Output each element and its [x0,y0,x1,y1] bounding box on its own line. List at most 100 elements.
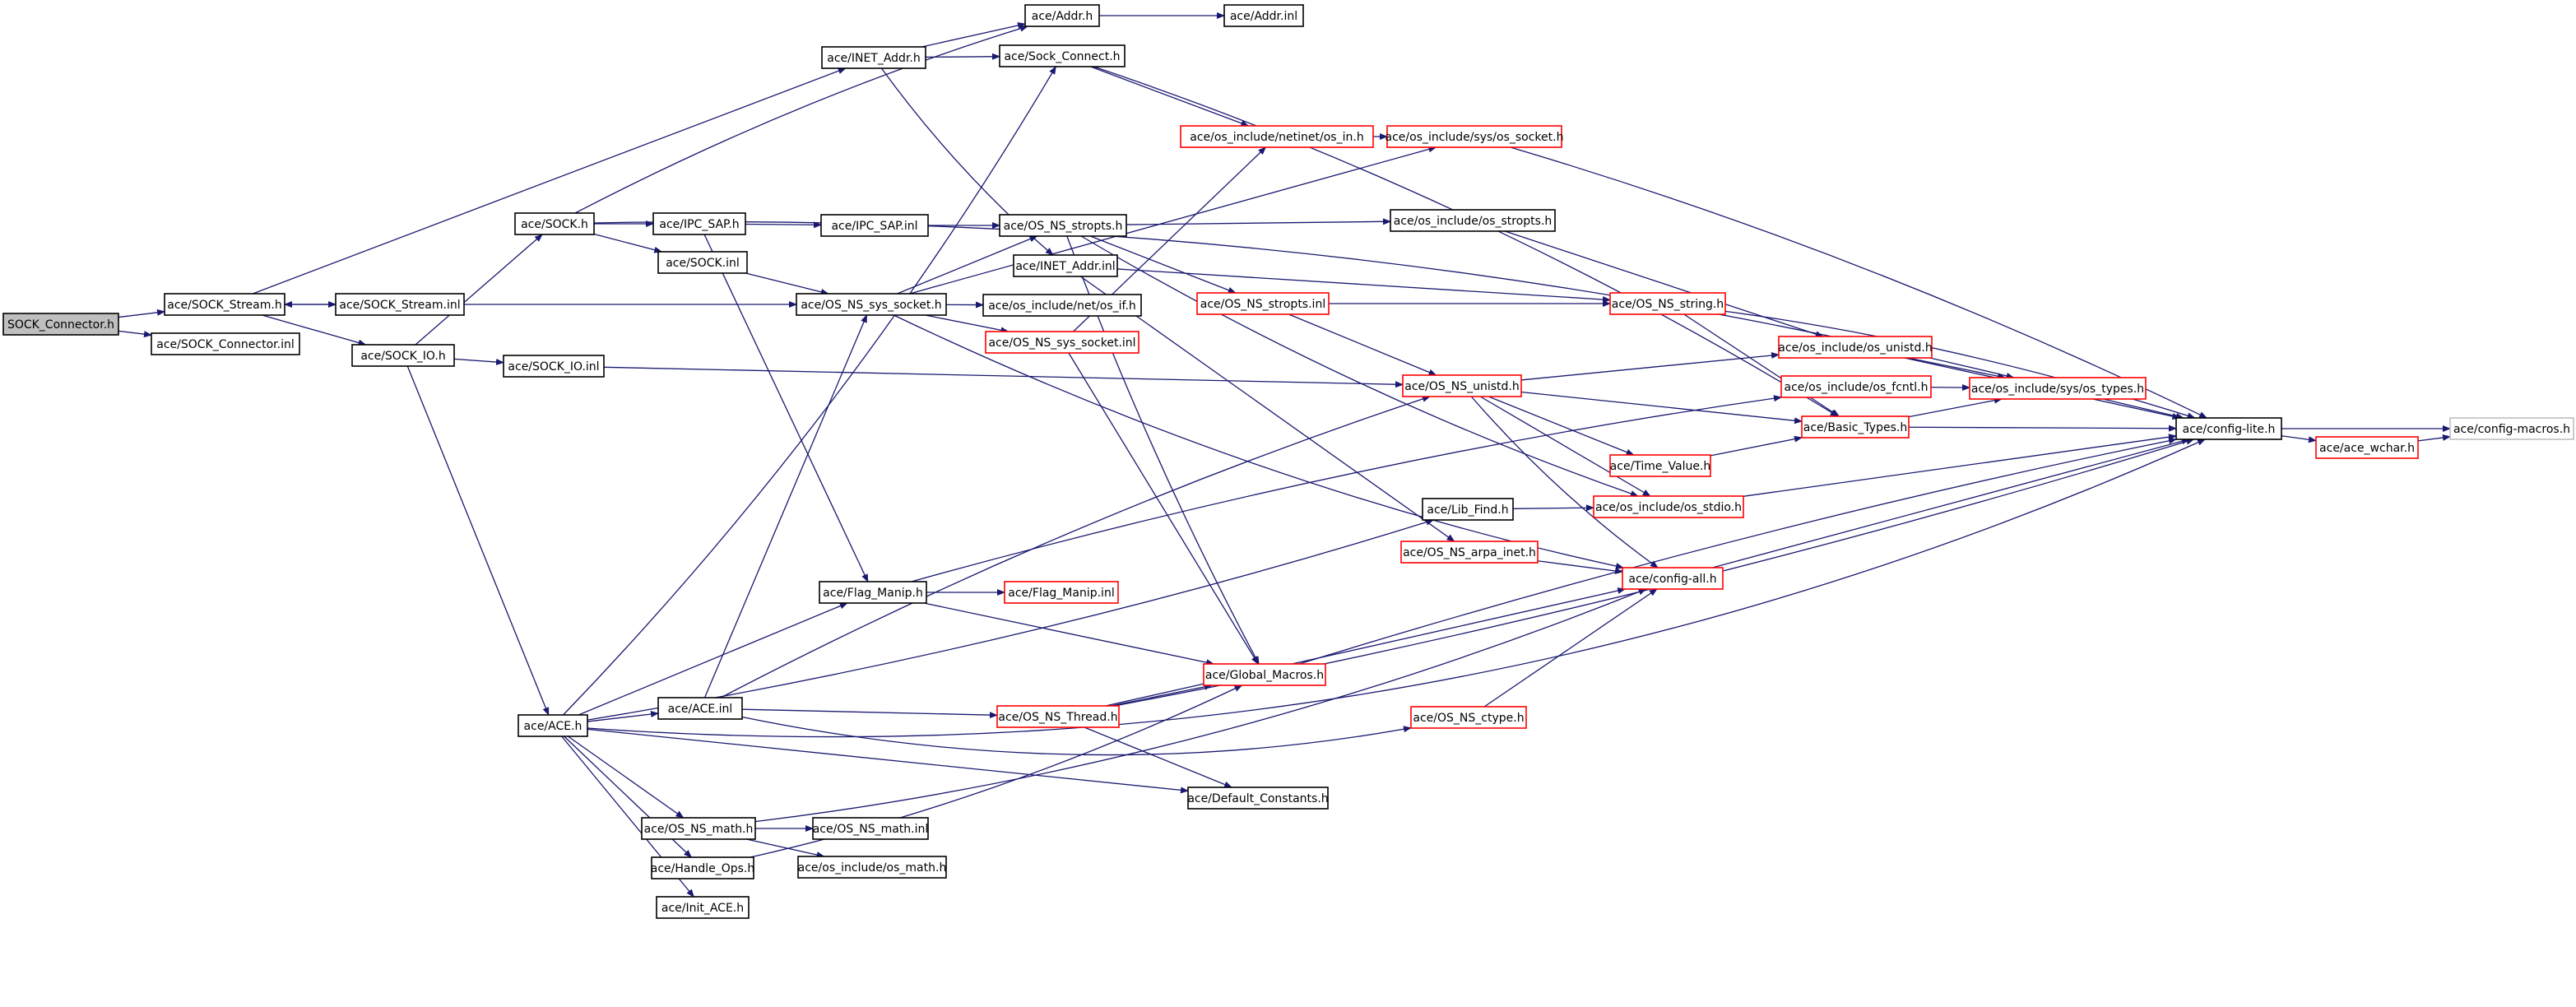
node-os-ns-stropts-h[interactable]: ace/OS_NS_stropts.h [999,214,1127,237]
node-box [820,214,929,237]
node-ipc-sap-inl[interactable]: ace/IPC_SAP.inl [820,214,929,237]
node-ipc-sap-h[interactable]: ace/IPC_SAP.h [652,212,746,235]
node-os-ns-sys-socket-h[interactable]: ace/OS_NS_sys_socket.h [796,293,947,316]
node-label: ace/os_include/os_stdio.h [1595,501,1742,514]
node-label: ace/os_include/os_fcntl.h [1785,381,1929,394]
node-os-ns-string-h[interactable]: ace/OS_NS_string.h [1609,292,1726,315]
edge-ace_h-to-sock_connect_h [563,66,1056,716]
edge-inet_addr_inl-to-os_ns_string_h [1116,268,1611,304]
node-box [641,817,756,840]
node-os-ns-arpa-inet-h[interactable]: ace/OS_NS_arpa_inet.h [1400,541,1539,564]
edge-ace_h-to-handle_ops_h [564,736,693,858]
edge-os_ns_sys_socket_inl-to-global_macros_h [1068,352,1259,665]
node-sock-connector-inl[interactable]: ace/SOCK_Connector.inl [151,332,300,355]
node-inet-addr-inl[interactable]: ace/INET_Addr.inl [1013,254,1118,277]
node-time-value-h[interactable]: ace/Time_Value.h [1609,454,1711,477]
node-lib-find-h[interactable]: ace/Lib_Find.h [1422,498,1514,521]
node-os-netinet-in-h[interactable]: ace/os_include/netinet/os_in.h [1180,125,1374,148]
edge-os_ns_arpa_inet_h-to-config_all_h [1537,560,1623,574]
edge-root-to-sock_connector_inl [118,330,152,338]
node-sock-io-inl[interactable]: ace/SOCK_IO.inl [503,355,605,378]
node-label: ace/os_include/os_unistd.h [1778,341,1932,355]
node-label: ace/os_include/sys/os_types.h [1971,383,2144,396]
node-os-sys-socket-h[interactable]: ace/os_include/sys/os_socket.h [1385,125,1564,148]
node-flag-manip-h[interactable]: ace/Flag_Manip.h [819,581,927,604]
node-label: ace/OS_NS_string.h [1612,298,1724,311]
node-os-include-unistd-h[interactable]: ace/os_include/os_unistd.h [1778,336,1933,359]
node-os-include-stropts-h[interactable]: ace/os_include/os_stropts.h [1390,209,1556,232]
node-box [797,856,947,879]
node-label: ace/Lib_Find.h [1427,504,1508,517]
node-os-include-fcntl-h[interactable]: ace/os_include/os_fcntl.h [1780,375,1932,398]
node-box [1778,336,1933,359]
node-label: ace/OS_NS_sys_socket.inl [988,336,1135,350]
node-sock-io-h[interactable]: ace/SOCK_IO.h [351,344,455,367]
node-root[interactable]: SOCK_Connector.h [2,313,119,336]
node-sock-h[interactable]: ace/SOCK.h [514,212,595,235]
node-ace-h[interactable]: ace/ACE.h [518,714,588,737]
node-config-macros-h[interactable]: ace/config-macros.h [2449,417,2574,440]
node-sock-connect-h[interactable]: ace/Sock_Connect.h [999,44,1126,67]
node-addr-h[interactable]: ace/Addr.h [1024,4,1100,27]
edge-inet_addr_h-to-sock_connect_h [925,53,1000,60]
node-label: ace/OS_NS_ctype.h [1413,712,1524,725]
node-handle-ops-h[interactable]: ace/Handle_Ops.h [651,856,755,879]
edge-os_ns_ctype_h-to-config_all_h [1483,588,1658,708]
node-box [1622,567,1724,590]
node-box [518,714,588,737]
node-box [656,896,750,919]
node-os-include-math-h[interactable]: ace/os_include/os_math.h [797,856,947,879]
node-ace-inl[interactable]: ace/ACE.inl [657,697,743,720]
node-os-ns-sys-socket-inl[interactable]: ace/OS_NS_sys_socket.inl [985,331,1139,354]
node-ace-wchar-h[interactable]: ace/ace_wchar.h [2315,436,2419,459]
node-os-sys-types-h[interactable]: ace/os_include/sys/os_types.h [1969,377,2147,400]
node-global-macros-h[interactable]: ace/Global_Macros.h [1203,663,1326,686]
node-init-ace-h[interactable]: ace/Init_ACE.h [656,896,750,919]
edge-os_ns_thread_h-to-global_macros_h [1110,683,1213,707]
node-sock-stream-h[interactable]: ace/SOCK_Stream.h [164,293,285,316]
node-os-ns-math-h[interactable]: ace/OS_NS_math.h [641,817,756,840]
edge-os_ns_stropts_h-to-os_ns_stropts_inl [1090,235,1237,294]
edge-ace_h-to-lib_find_h [587,518,1435,721]
node-sock-inl[interactable]: ace/SOCK.inl [657,251,748,274]
node-os-ns-ctype-h[interactable]: ace/OS_NS_ctype.h [1410,706,1527,729]
node-os-net-if-h[interactable]: ace/os_include/net/os_if.h [982,294,1142,317]
node-box [1203,663,1326,686]
node-flag-manip-inl[interactable]: ace/Flag_Manip.inl [1004,581,1119,604]
edge-ace_inl-to-os_ns_unistd_h [720,396,1431,698]
node-sock-stream-inl[interactable]: ace/SOCK_Stream.inl [335,293,465,316]
node-label: ace/os_include/sys/os_socket.h [1385,131,1564,144]
edge-ace_inl-to-os_ns_sys_socket_h [703,314,868,698]
node-label: SOCK_Connector.h [7,318,114,332]
node-os-ns-thread-h[interactable]: ace/OS_NS_Thread.h [996,705,1120,728]
edge-os_ns_sys_socket_h-to-os_ns_stropts_h [897,235,1038,295]
node-label: ace/IPC_SAP.h [659,218,739,231]
edge-ace_inl-to-os_ns_thread_h [741,708,998,719]
node-config-all-h[interactable]: ace/config-all.h [1622,567,1724,590]
node-label: ace/OS_NS_Thread.h [998,711,1117,724]
edge-flag_manip_h-to-global_macros_h [923,602,1215,666]
node-addr-inl[interactable]: ace/Addr.inl [1223,4,1304,27]
node-config-lite-h[interactable]: ace/config-lite.h [2175,417,2282,440]
node-box [1780,375,1932,398]
node-os-ns-math-inl[interactable]: ace/OS_NS_math.inl [812,817,929,840]
edge-os_ns_stropts_inl-to-os_ns_unistd_h [1288,313,1437,376]
edge-os_ns_sys_socket_h-to-os_ns_sys_socket_inl [925,314,1010,334]
edge-os_ns_unistd_h-to-os_include_stdio_h [1479,396,1651,497]
node-box [796,293,947,316]
node-inet-addr-h[interactable]: ace/INET_Addr.h [821,46,926,69]
node-box [982,294,1142,317]
node-default-constants-h[interactable]: ace/Default_Constants.h [1187,787,1329,810]
node-basic-types-h[interactable]: ace/Basic_Types.h [1801,415,1910,439]
node-os-ns-unistd-h[interactable]: ace/OS_NS_unistd.h [1402,374,1522,397]
node-box [503,355,605,378]
node-box [985,331,1139,354]
node-box [652,212,746,235]
node-label: ace/OS_NS_math.inl [813,823,929,836]
node-box [996,705,1120,728]
edge-time_value_h-to-basic_types_h [1710,435,1803,457]
node-os-include-stdio-h[interactable]: ace/os_include/os_stdio.h [1593,495,1744,518]
node-label: ace/Flag_Manip.inl [1008,587,1114,600]
node-os-ns-stropts-inl[interactable]: ace/OS_NS_stropts.inl [1196,292,1330,315]
edge-inet_addr_h-to-addr_h [921,22,1026,48]
